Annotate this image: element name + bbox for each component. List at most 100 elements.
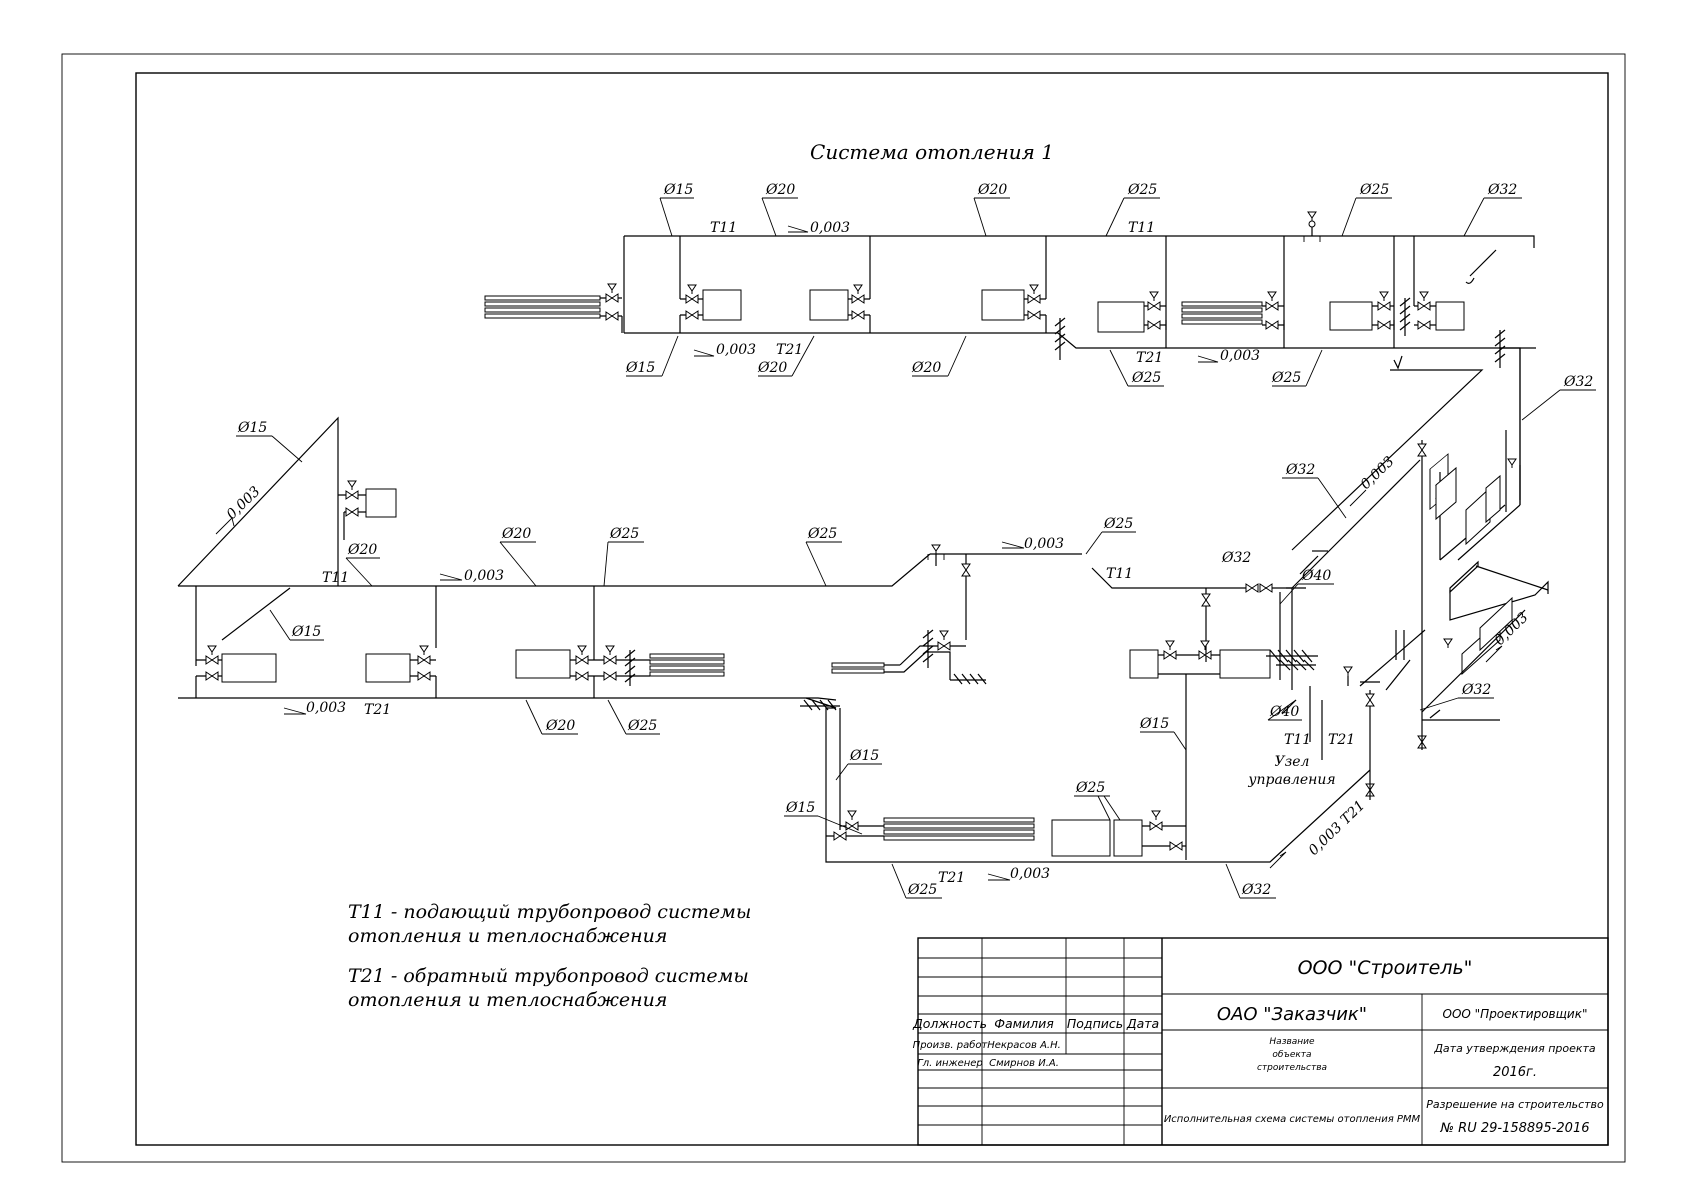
left-supply-pipe [177,416,1082,666]
tb-approval-year: 2016г. [1493,1065,1537,1080]
svg-text:0,003 T21: 0,003 T21 [1306,798,1369,859]
tb-object-1: Название [1269,1037,1315,1047]
callout-d20-left-return: Ø20 [525,699,578,735]
svg-text:Ø25: Ø25 [1131,370,1161,386]
svg-text:0,003: 0,003 [1220,348,1260,364]
tb-header-date: Дата [1126,1016,1159,1031]
control-node-label-2: управления [1247,772,1335,788]
air-vent-upper [1303,211,1321,242]
slope-bottom: 0,003 [987,866,1050,882]
svg-text:T21: T21 [1136,350,1163,366]
tb-drawing-name: Исполнительная схема системы отопления Р… [1164,1114,1421,1125]
radiator-upper-3 [809,284,870,321]
callout-d25-upper-2: Ø25 [1341,182,1392,237]
callout-d25-left-2: Ø25 [805,526,842,587]
slope-left-2: 0,003 [283,700,346,716]
svg-text:Ø15: Ø15 [237,420,267,436]
tb-object-2: объекта [1272,1050,1311,1060]
svg-text:Ø15: Ø15 [663,182,693,198]
slope-right-diagonal: 0,003 [1349,453,1398,507]
tb-object-3: строительства [1257,1063,1327,1073]
svg-text:Ø32: Ø32 [1461,682,1491,698]
legend: Т11 - подающий трубопровод системы отопл… [348,901,751,1011]
radiator-upper-1 [484,283,622,321]
svg-text:0,003: 0,003 [810,220,850,236]
callout-d20-upper-return-2: Ø20 [911,335,967,377]
legend-t11-line2: отопления и теплоснабжения [348,925,667,947]
tb-row2-name: Смирнов И.А. [989,1058,1059,1069]
svg-text:0,003: 0,003 [1358,453,1398,492]
middle-right-supply [1091,567,1293,690]
radiator-bottom-1 [826,708,1035,841]
svg-text:Ø25: Ø25 [807,526,837,542]
callout-d20-upper-return-1: Ø20 [757,335,815,377]
svg-text:Ø25: Ø25 [1127,182,1157,198]
svg-text:T11: T11 [710,220,737,236]
radiator-left-2 [365,645,436,683]
slope-upper-1: 0,003 [787,220,850,236]
callout-d25-bottom: Ø25 [891,863,942,899]
tb-approval-label: Дата утверждения проекта [1433,1042,1596,1055]
tb-row1-name: Некрасов А.Н. [987,1040,1061,1051]
radiator-upper-7 [1329,291,1411,336]
slope-upper-3: 0,003 [1197,348,1260,364]
svg-text:Ø32: Ø32 [1563,374,1593,390]
callout-d32-valve: Ø32 [1221,550,1251,566]
legend-t21-line2: отопления и теплоснабжения [348,989,667,1011]
hatch-right [1494,329,1506,368]
callout-d25-upper-1: Ø25 [1105,182,1160,237]
svg-text:Ø32: Ø32 [1285,462,1315,478]
riser-radiator-b [1421,560,1549,721]
callout-d20-left-1: Ø20 [345,542,380,587]
svg-text:T21: T21 [938,870,965,886]
svg-text:Ø32: Ø32 [1221,550,1251,566]
tb-header-signature: Подпись [1067,1016,1123,1031]
tb-header-position: Должность [912,1016,987,1031]
tb-contractor: ООО "Строитель" [1298,957,1473,979]
svg-text:Ø25: Ø25 [609,526,639,542]
svg-text:Ø25: Ø25 [1271,370,1301,386]
tb-row1-position: Произв. работ [913,1039,989,1051]
callout-d25-upper-return-2: Ø25 [1271,349,1323,387]
callout-d15-left-return: Ø15 [269,609,324,641]
upper-supply-pipe [623,235,1535,333]
radiator-upper-4 [981,284,1066,360]
air-vent-middle [927,544,945,566]
svg-text:Ø40: Ø40 [1269,704,1299,720]
slope-left-1: 0,003 [439,568,504,584]
svg-text:T21: T21 [776,342,803,358]
svg-text:Ø15: Ø15 [291,624,321,640]
svg-text:0,003: 0,003 [306,700,346,716]
legend-t21-line1: Т21 - обратный трубопровод системы [348,965,749,987]
callout-d32-upper: Ø32 [1463,182,1522,237]
left-return-pipe [178,676,840,711]
callout-d25-bottom-rad: Ø25 [1074,780,1121,821]
callout-d32-right-riser: Ø32 [1521,374,1596,421]
svg-text:Ø20: Ø20 [977,182,1007,198]
svg-text:0,003: 0,003 [1024,536,1064,552]
left-diag-return [221,587,291,641]
svg-text:Ø32: Ø32 [1241,882,1271,898]
slope-middle: 0,003 [1001,536,1064,552]
svg-text:Ø25: Ø25 [1075,780,1105,796]
slope-node: 0,003 T21 [1269,798,1369,869]
radiator-left-top [338,480,397,540]
svg-text:Ø15: Ø15 [785,800,815,816]
callout-d20-upper-1: Ø20 [761,182,798,237]
svg-text:Ø25: Ø25 [907,882,937,898]
callout-d20-upper-2: Ø20 [973,182,1010,237]
control-node-label-1: Узел [1275,754,1310,770]
svg-text:0,003: 0,003 [1010,866,1050,882]
svg-text:0,003: 0,003 [716,342,756,358]
radiator-upper-8 [1413,236,1465,331]
drain-upper [1469,249,1497,277]
callout-d25-middle: Ø25 [1085,516,1136,555]
radiator-left-3 [515,645,594,681]
callout-d32-diag: Ø32 [1282,462,1347,519]
svg-text:T11: T11 [1106,566,1133,582]
callout-d25-left-return: Ø25 [607,699,660,735]
control-node [1276,592,1323,760]
svg-text:Ø20: Ø20 [347,542,377,558]
riser-radiator-a [1435,458,1517,546]
